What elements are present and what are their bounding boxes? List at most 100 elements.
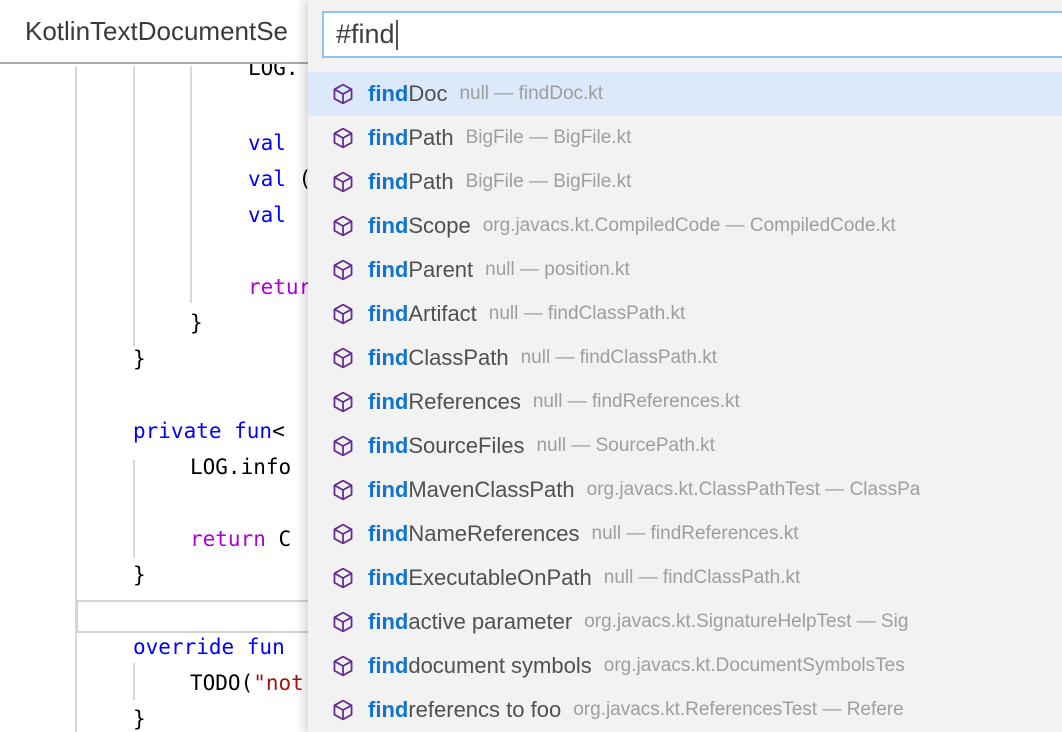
code-line: } [190,311,203,335]
symbol-method-icon [332,171,354,193]
symbol-name: document symbols [408,653,592,678]
text-caret [395,19,398,50]
indent-guide [133,66,135,346]
symbol-detail: null — findClassPath.kt [520,347,718,368]
symbol-method-icon [332,699,354,721]
symbol-name: Path [408,125,454,150]
symbol-detail: null — findReferences.kt [591,523,799,544]
symbol-method-icon [332,655,354,677]
symbol-method-icon [332,567,354,589]
symbol-method-icon [332,259,354,281]
code-line: TODO("not [190,671,304,695]
symbol-name: referencs to foo [408,697,562,722]
symbol-result-row[interactable]: find document symbols org.javacs.kt.Docu… [308,644,1062,688]
symbol-search-input[interactable]: #find [322,11,1062,58]
symbol-method-icon [332,391,354,413]
symbol-method-icon [332,611,354,633]
symbol-name-match: find [368,169,409,194]
symbol-method-icon [332,479,354,501]
indent-guide [133,663,135,700]
symbol-name-match: find [368,125,409,150]
symbol-method-icon [332,303,354,325]
folded-region-border [76,600,308,602]
symbol-detail: null — position.kt [485,259,630,280]
symbol-method-icon [332,83,354,105]
symbol-name: Scope [408,213,471,238]
symbol-name: ExecutableOnPath [408,565,592,590]
code-line: } [133,563,146,587]
code-line: } [133,707,146,731]
symbol-name: ClassPath [408,345,509,370]
symbol-detail: org.javacs.kt.DocumentSymbolsTes [603,655,905,676]
code-line: private fun< [133,419,285,443]
folded-region-border [76,631,308,633]
symbol-detail: null — findDoc.kt [459,83,604,104]
search-query-text: #find [336,19,395,49]
symbol-name: Doc [408,81,448,106]
symbol-name-match: find [368,257,409,282]
code-line: } [133,347,146,371]
symbol-name-match: find [368,213,409,238]
symbol-detail: null — findClassPath.kt [488,303,686,324]
symbol-detail: null — SourcePath.kt [536,435,715,456]
symbol-name: References [408,389,521,414]
symbol-name-match: find [368,389,409,414]
symbol-name: MavenClassPath [408,477,575,502]
symbol-name: Path [408,169,454,194]
symbol-name-match: find [368,81,409,106]
indent-guide [75,66,77,732]
symbol-result-row[interactable]: find referencs to foo org.javacs.kt.Refe… [308,688,1062,732]
symbol-name-match: find [368,609,409,634]
symbol-detail: org.javacs.kt.ReferencesTest — Refere [573,699,904,720]
symbol-detail: org.javacs.kt.SignatureHelpTest — Sig [584,611,909,632]
symbol-name: active parameter [408,609,573,634]
symbol-name-match: find [368,477,409,502]
code-line: return C [190,527,292,551]
symbol-method-icon [332,127,354,149]
symbol-name-match: find [368,433,409,458]
symbol-method-icon [332,523,354,545]
symbol-detail: null — findClassPath.kt [603,567,801,588]
code-line: LOG.info [190,455,292,479]
symbol-name: Artifact [408,301,477,326]
symbol-name: Parent [408,257,474,282]
symbol-name-match: find [368,521,409,546]
folded-region-border [76,600,78,633]
symbol-name-match: find [368,653,409,678]
symbol-detail: BigFile — BigFile.kt [465,127,632,148]
symbol-method-icon [332,347,354,369]
symbol-name: NameReferences [408,521,580,546]
symbol-detail: org.javacs.kt.CompiledCode — CompiledCod… [482,215,896,236]
editor-tab-title: KotlinTextDocumentSe [25,16,289,46]
symbol-detail: org.javacs.kt.ClassPathTest — ClassPa [586,479,921,500]
symbol-method-icon [332,215,354,237]
symbol-detail: null — findReferences.kt [532,391,740,412]
code-line: val ( [248,167,312,191]
symbol-detail: BigFile — BigFile.kt [465,171,632,192]
symbol-method-icon [332,435,354,457]
symbol-name: SourceFiles [408,433,525,458]
symbol-name-match: find [368,697,409,722]
symbol-name-match: find [368,301,409,326]
indent-guide [133,460,135,558]
symbol-name-match: find [368,345,409,370]
symbol-result-row[interactable]: find active parameter org.javacs.kt.Sign… [308,600,1062,644]
code-line: val [248,203,286,227]
code-line: override fun [133,635,285,659]
